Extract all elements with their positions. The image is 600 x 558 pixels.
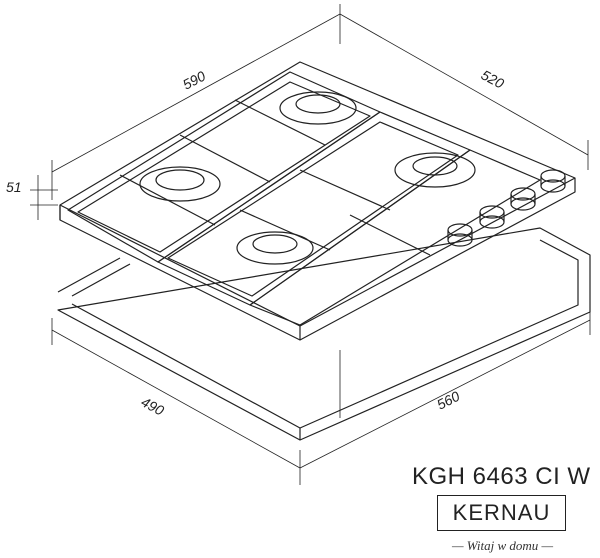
dimension-51: 51 <box>6 175 58 220</box>
burner-front-right <box>236 231 314 265</box>
grate-center <box>157 111 471 306</box>
dimension-560: 560 <box>299 305 591 485</box>
burner-rear-right <box>394 152 476 188</box>
knobs <box>447 169 566 247</box>
model-name: KGH 6463 CI W <box>412 463 591 490</box>
knob-3 <box>510 187 536 211</box>
brand-tagline: — Witaj w domu — <box>451 538 554 553</box>
hob-body <box>59 61 576 341</box>
brand-logo: KERNAU <box>437 495 566 531</box>
dimension-490: 490 <box>51 318 301 469</box>
knob-1 <box>447 223 473 247</box>
knob-2 <box>479 205 505 229</box>
dim-560-label: 560 <box>434 388 462 413</box>
burner-rear-left <box>279 91 357 125</box>
burner-front-left <box>139 166 221 202</box>
dim-520-label: 520 <box>479 67 507 92</box>
dim-490-label: 490 <box>139 394 167 419</box>
dim-51-label: 51 <box>6 179 22 195</box>
dimension-520: 520 <box>339 13 589 170</box>
cutout <box>57 227 591 441</box>
grate-right <box>249 149 541 326</box>
grate-left <box>67 71 381 263</box>
knob-4 <box>540 169 566 193</box>
brand-name: KERNAU <box>452 500 551 525</box>
